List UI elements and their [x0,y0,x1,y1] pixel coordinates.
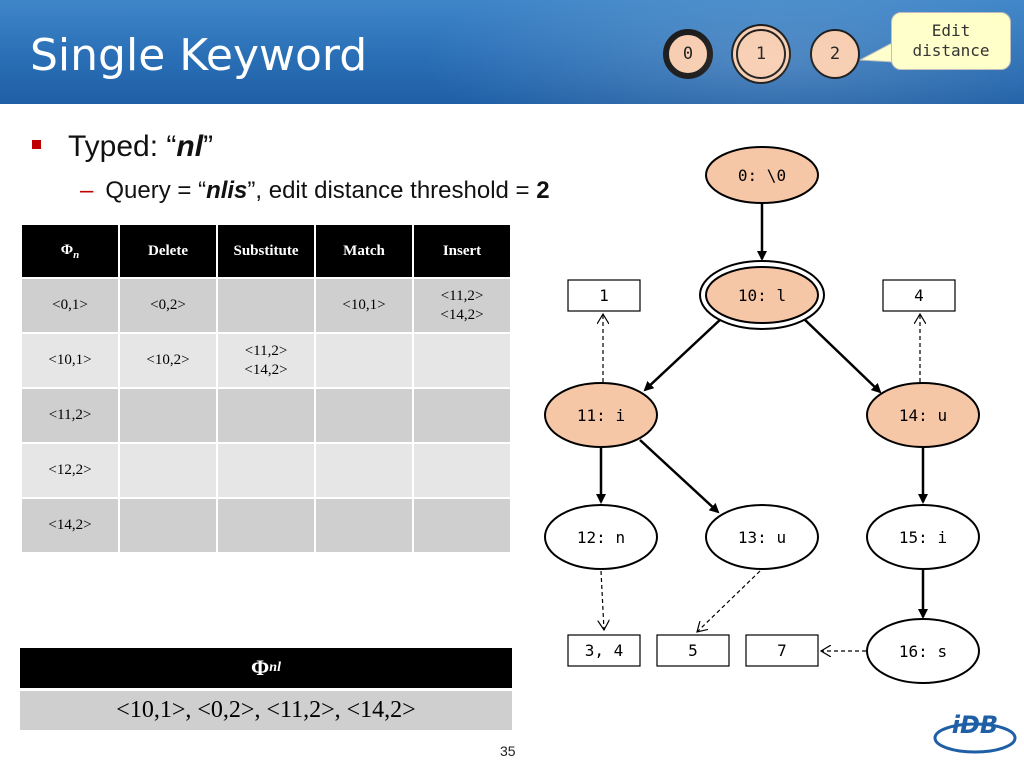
cell-phi: <11,2> [20,387,120,444]
table-row: <10,1> <10,2> <11,2><14,2> [20,332,512,389]
svg-text:16: s: 16: s [899,642,947,661]
query-prefix: Query = “ [105,177,207,204]
header-match: Match [314,223,414,279]
trie-node-15: 15: i [866,504,980,570]
svg-text:10: l: 10: l [738,286,786,305]
inverted-list-3-4: 3, 4 [567,634,641,667]
query-value: nlis [206,177,248,204]
svg-text:3, 4: 3, 4 [585,641,624,660]
edge-10-11 [643,317,723,392]
header-insert: Insert [412,223,512,279]
cell-substitute [216,442,316,499]
trie-node-0: 0: \0 [705,146,819,204]
inverted-list-1: 1 [567,279,641,312]
table-header-row: Φn Delete Substitute Match Insert [20,223,512,279]
svg-text:iDB: iDB [952,711,998,739]
edge-10-14 [802,317,882,394]
cell-delete [118,442,218,499]
trie-node-12: 12: n [544,504,658,570]
cell-match [314,387,414,444]
slide-header: Single Keyword 0 1 2 Edit distance [0,0,1024,104]
cell-phi: <14,2> [20,497,120,554]
dashed-edge-12-list [601,570,604,630]
bullet-typed-text: Typed: “nl” [68,130,213,164]
cell-phi: <12,2> [20,442,120,499]
trie-node-16: 16: s [866,618,980,684]
cell-substitute [216,277,316,334]
cell-substitute [216,497,316,554]
header-substitute: Substitute [216,223,316,279]
page-number: 35 [500,743,516,759]
cell-delete [118,497,218,554]
svg-text:7: 7 [777,641,787,660]
result-value: <10,1>, <0,2>, <11,2>, <14,2> [20,691,512,730]
query-threshold: 2 [536,177,550,204]
cell-phi: <10,1> [20,332,120,389]
idb-logo-icon: iDB [933,711,1017,754]
phi-table: Φn Delete Substitute Match Insert <0,1> … [20,223,512,554]
svg-text:12: n: 12: n [577,528,625,547]
cell-match [314,442,414,499]
result-phi-sub: nl [269,660,281,675]
svg-text:13: u: 13: u [738,528,786,547]
svg-text:1: 1 [599,286,609,305]
cell-insert [412,332,512,389]
bullet-query: –Query = “nlis”, edit distance threshold… [80,177,550,205]
trie-node-11: 11: i [544,382,658,448]
table-row: <14,2> [20,497,512,554]
table-row: <0,1> <0,2> <10,1> <11,2><14,2> [20,277,512,334]
typed-suffix: ” [203,130,214,163]
cell-insert: <11,2><14,2> [412,277,512,334]
cell-insert [412,442,512,499]
svg-text:14: u: 14: u [899,406,947,425]
result-phi-symbol: Φ [251,655,270,680]
trie-node-14: 14: u [866,382,980,448]
cell-match [314,332,414,389]
cell-match [314,497,414,554]
cell-phi: <0,1> [20,277,120,334]
cell-delete: <0,2> [118,277,218,334]
dashed-edge-13-list [697,570,761,632]
cell-insert [412,497,512,554]
inverted-list-5: 5 [656,634,730,667]
header-phi: Φn [20,223,120,279]
bullet-square-icon [32,140,41,149]
table-row: <11,2> [20,387,512,444]
dash-icon: – [80,177,94,204]
header-delete: Delete [118,223,218,279]
edge-11-13 [639,439,720,514]
svg-text:15: i: 15: i [899,528,947,547]
trie-node-10: 10: l [699,260,825,330]
cell-substitute: <11,2><14,2> [216,332,316,389]
cell-insert [412,387,512,444]
cell-substitute [216,387,316,444]
svg-text:11: i: 11: i [577,406,625,425]
table-row: <12,2> [20,442,512,499]
svg-text:0: \0: 0: \0 [738,166,786,185]
typed-prefix: Typed: “ [68,130,177,163]
query-middle: ”, edit distance threshold = [247,177,537,204]
svg-text:5: 5 [688,641,698,660]
svg-text:4: 4 [914,286,924,305]
typed-value: nl [176,130,204,163]
inverted-list-7: 7 [745,634,819,667]
inverted-list-4: 4 [882,279,956,312]
cell-delete [118,387,218,444]
cell-delete: <10,2> [118,332,218,389]
cell-match: <10,1> [314,277,414,334]
trie-node-13: 13: u [705,504,819,570]
slide-title: Single Keyword [30,30,368,81]
